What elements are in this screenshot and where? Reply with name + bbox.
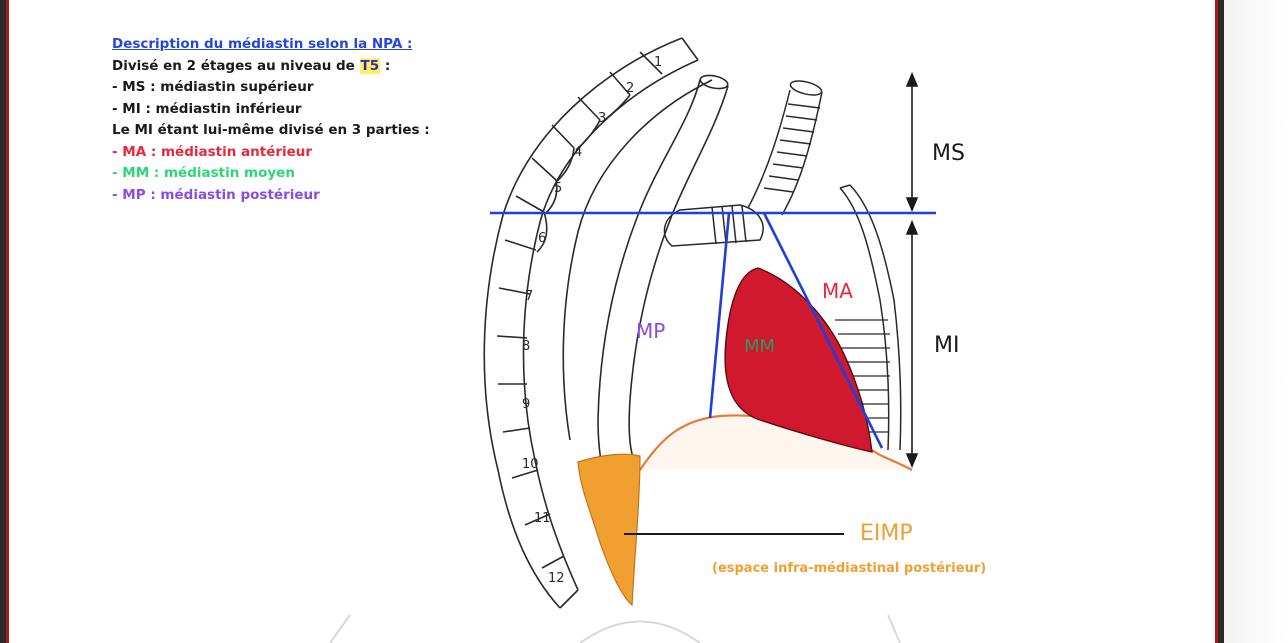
label-mp: MP	[636, 319, 665, 343]
spine	[483, 37, 713, 609]
legend-ma: - MA : médiastin antérieur	[112, 143, 313, 160]
watermark-seal	[329, 614, 901, 643]
legend-mi: - MI : médiastin inférieur	[112, 100, 302, 117]
vertebra-label-7: 7	[525, 289, 533, 304]
label-eimp-desc: (espace infra-médiastinal postérieur)	[712, 561, 986, 576]
spine-cap	[681, 37, 699, 61]
label-ma: MA	[822, 279, 853, 303]
mm-ma-divider-line	[762, 212, 884, 449]
legend: Description du médiastin selon la NPA : …	[112, 34, 532, 206]
legend-heading: Description du médiastin selon la NPA :	[112, 36, 413, 52]
vertebra-labels: 1 2 3 4 5 6 7 8 9 10 11 12	[522, 55, 662, 586]
divider-lines	[490, 211, 936, 449]
legend-line-levels: Divisé en 2 étages au niveau de T5 :	[112, 56, 532, 78]
vertebra-label-3: 3	[598, 111, 606, 126]
legend-line-levels-suffix: :	[380, 57, 391, 74]
vertebra-label-11: 11	[534, 511, 551, 526]
vertebra-label-5: 5	[554, 181, 562, 196]
right-panel	[1224, 0, 1288, 643]
label-eimp: EIMP	[860, 521, 913, 546]
legend-ms: - MS : médiastin supérieur	[112, 79, 314, 95]
t5-highlight: T5	[359, 57, 381, 74]
mp-mm-divider-line	[708, 212, 731, 419]
label-mi: MI	[934, 333, 959, 358]
vertebra-label-9: 9	[522, 397, 530, 412]
spine-outer-outline	[483, 37, 683, 609]
vertebra-label-2: 2	[626, 81, 634, 96]
eimp-region	[577, 453, 641, 607]
vertebra-label-1: 1	[654, 55, 662, 70]
spine-canal-outline	[562, 79, 713, 441]
spine-bottom	[559, 589, 579, 609]
heart-mm	[724, 267, 873, 453]
vertebra-label-10: 10	[522, 457, 539, 472]
vertebra-label-6: 6	[538, 231, 546, 246]
vertebra-label-8: 8	[522, 339, 530, 354]
trachea	[747, 80, 823, 216]
vertebra-label-12: 12	[548, 571, 565, 586]
legend-parts: Le MI étant lui-même divisé en 3 parties…	[112, 122, 430, 138]
legend-mm: - MM : médiastin moyen	[112, 165, 295, 181]
legend-line-levels-prefix: Divisé en 2 étages au niveau de	[112, 57, 360, 74]
label-mm: MM	[744, 336, 775, 357]
dimension-arrows	[905, 71, 919, 469]
legend-mp: - MP : médiastin postérieur	[112, 186, 320, 203]
label-ms: MS	[932, 141, 965, 166]
bronchus	[663, 204, 764, 247]
vertebra-label-4: 4	[574, 145, 582, 160]
oesophagus	[597, 74, 729, 481]
